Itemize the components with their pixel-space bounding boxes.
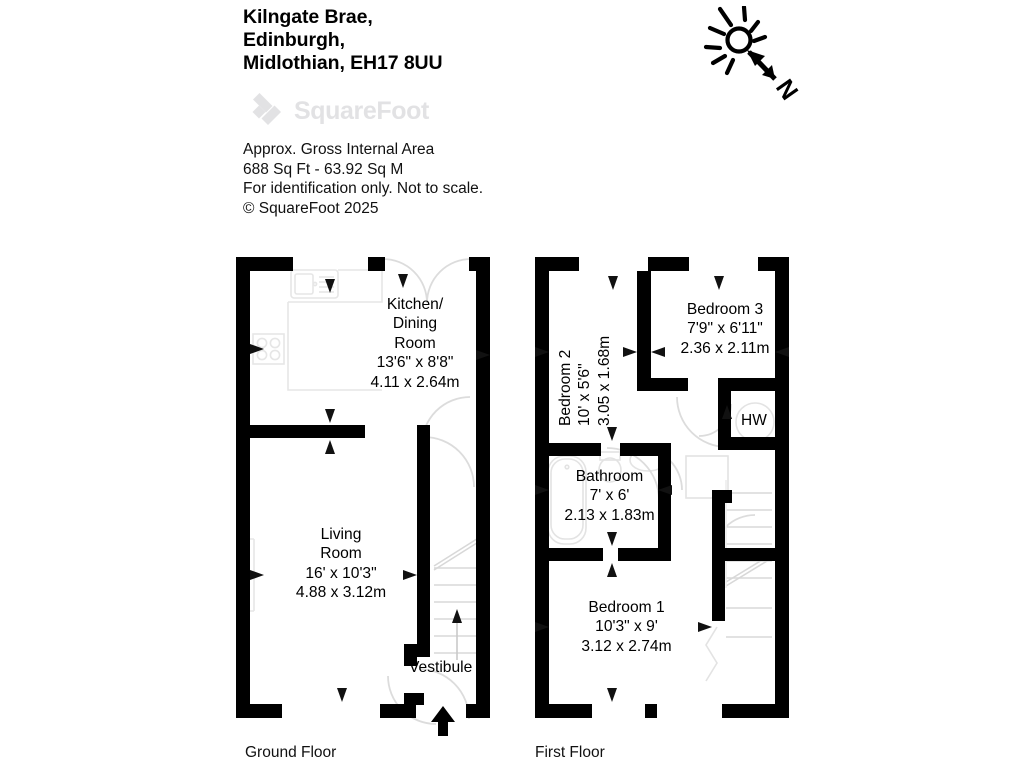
bedroom2-dimensions-imperial: 10' x 5'6" <box>576 363 594 426</box>
address-line-3: Midlothian, EH17 8UU <box>243 52 443 74</box>
ff-window-arrows <box>535 276 789 702</box>
kitchen-counter-outline <box>287 302 382 391</box>
info-line-disclaimer: For identification only. Not to scale. <box>243 180 484 197</box>
compass-north-indicator: N <box>703 4 803 105</box>
sun-rays-icon <box>703 4 768 76</box>
room-label-vestibule: Vestibule <box>409 658 489 677</box>
info-line-gross-area: Approx. Gross Internal Area <box>243 141 435 158</box>
living-name-line2: Room <box>320 545 362 563</box>
bedroom2-dimensions-metric: 3.05 x 1.68m <box>595 335 613 426</box>
bedroom1-name: Bedroom 1 <box>588 599 665 616</box>
room-label-bedroom-2: Bedroom 2 10' x 5'6" 3.05 x 1.68m <box>556 286 614 426</box>
front-entrance-arrow-icon <box>431 706 455 736</box>
kitchen-dimensions-imperial: 13'6" x 8'8" <box>376 354 454 372</box>
ground-floor-caption: Ground Floor <box>245 744 337 761</box>
bathroom-name: Bathroom <box>575 468 644 485</box>
bedroom3-dimensions-imperial: 7'9" x 6'11" <box>687 320 763 338</box>
hot-water-cupboard-label: HW <box>741 412 767 429</box>
page-title: Kilngate Brae, Edinburgh, Midlothian, EH… <box>243 6 683 75</box>
kitchen-name-line2: Dining <box>392 315 438 333</box>
kitchen-dimensions-metric: 4.11 x 2.64m <box>370 373 460 391</box>
toilet-pan-icon <box>598 457 622 483</box>
living-dimensions-imperial: 16' x 10'3" <box>305 564 377 582</box>
bedroom1-dimensions-imperial: 10'3" x 9' <box>595 618 658 636</box>
north-arrow-icon <box>747 50 777 81</box>
header-block: Kilngate Brae, Edinburgh, Midlothian, EH… <box>243 6 683 75</box>
landing-cupboard-outline <box>685 455 729 499</box>
kitchen-name-line1: Kitchen/ <box>386 296 444 313</box>
address-line-2: Edinburgh, <box>243 29 345 51</box>
room-label-bedroom-3: Bedroom 3 7'9" x 6'11" 2.36 x 2.11m <box>650 300 800 358</box>
brand-logo-text: SquareFoot <box>294 96 429 125</box>
info-line-area-values: 688 Sq Ft - 63.92 Sq M <box>243 160 404 178</box>
sun-disc-icon <box>725 26 753 54</box>
bathroom-dimensions-metric: 2.13 x 1.83m <box>564 506 655 524</box>
bedroom2-name: Bedroom 2 <box>557 349 574 426</box>
bedroom3-dimensions-metric: 2.36 x 2.11m <box>680 339 770 357</box>
kitchen-name-line3: Room <box>394 334 436 352</box>
area-info-block: Approx. Gross Internal Area 688 Sq Ft - … <box>243 140 483 218</box>
room-label-bedroom-1: Bedroom 1 10'3" x 9' 3.12 x 2.74m <box>549 598 704 656</box>
bedroom3-name: Bedroom 3 <box>686 301 764 318</box>
bedroom1-dimensions-metric: 3.12 x 2.74m <box>581 637 672 655</box>
ff-walls <box>535 257 789 718</box>
brand-logo: SquareFoot <box>246 90 429 132</box>
room-label-bathroom: Bathroom 7' x 6' 2.13 x 1.83m <box>532 467 687 525</box>
bathroom-dimensions-imperial: 7' x 6' <box>589 487 630 505</box>
first-floor-caption: First Floor <box>535 744 605 761</box>
bedroom1-recess-line <box>705 626 718 682</box>
room-label-living-room: Living Room 16' x 10'3" 4.88 x 3.12m <box>266 525 416 603</box>
living-dimensions-metric: 4.88 x 3.12m <box>295 584 387 602</box>
gf-stairs <box>433 536 481 660</box>
gf-window-arrows <box>250 274 490 702</box>
living-name-line1: Living <box>320 526 362 543</box>
info-line-copyright: © SquareFoot 2025 <box>243 199 379 217</box>
vestibule-name: Vestibule <box>409 659 473 676</box>
room-label-kitchen-dining: Kitchen/ Dining Room 13'6" x 8'8" 4.11 x… <box>340 295 490 392</box>
address-line-1: Kilngate Brae, <box>243 6 373 28</box>
gf-stairs-up-arrow-icon <box>452 609 462 623</box>
squarefoot-diamond-logo-icon <box>246 90 288 132</box>
gf-walls <box>236 257 490 718</box>
kitchen-sink-icon <box>290 269 339 299</box>
ff-stairs <box>725 480 773 638</box>
